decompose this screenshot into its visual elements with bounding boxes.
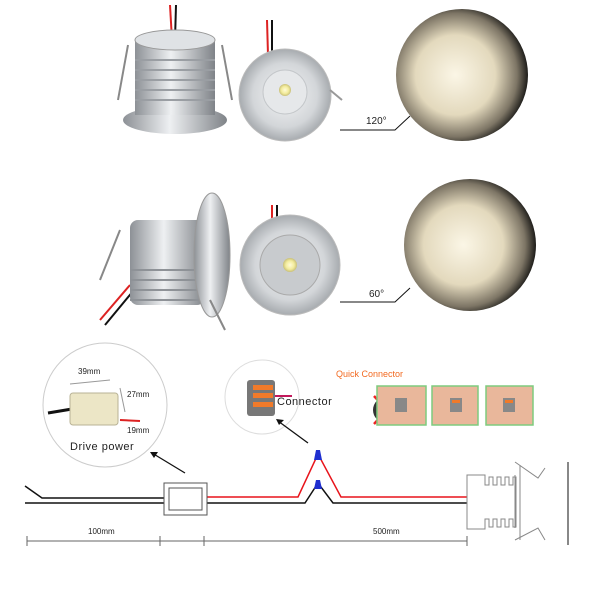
arrow-to-drive-power <box>150 452 186 474</box>
dim-width-label: 39mm <box>78 367 101 376</box>
beam-angle-120-label: 120° <box>366 116 387 127</box>
connector-label: Connector <box>277 396 333 408</box>
wire-cap-black <box>314 480 322 489</box>
dim-depth-label: 19mm <box>127 426 150 435</box>
dim-100mm-label: 100mm <box>88 527 115 536</box>
light-side-view-1 <box>117 4 233 134</box>
quick-connector-photos <box>376 385 534 426</box>
connector-callout <box>224 359 300 435</box>
light-front-view-2 <box>239 205 341 316</box>
beam-angle-60-label: 60° <box>369 289 385 300</box>
drive-power-label: Drive power <box>70 441 135 453</box>
light-front-view-1 <box>238 19 343 142</box>
arrow-to-connector <box>276 419 309 444</box>
wiring <box>24 450 467 504</box>
fixture-outline <box>466 461 569 545</box>
step-photo-1 <box>376 385 427 426</box>
step-photo-2 <box>431 385 479 426</box>
dim-height-label: 27mm <box>127 390 150 399</box>
wire-cap-red <box>314 450 322 460</box>
dim-500mm-label: 500mm <box>373 527 400 536</box>
step-photo-3 <box>485 385 534 426</box>
light-side-view-2 <box>99 192 231 331</box>
drive-power-callout <box>42 342 168 468</box>
beam-glow-60 <box>340 179 536 311</box>
beam-glow-120 <box>340 9 528 141</box>
dimension-line <box>26 536 468 546</box>
driver-box <box>163 482 208 516</box>
quick-connector-label: Quick Connector <box>336 369 404 379</box>
